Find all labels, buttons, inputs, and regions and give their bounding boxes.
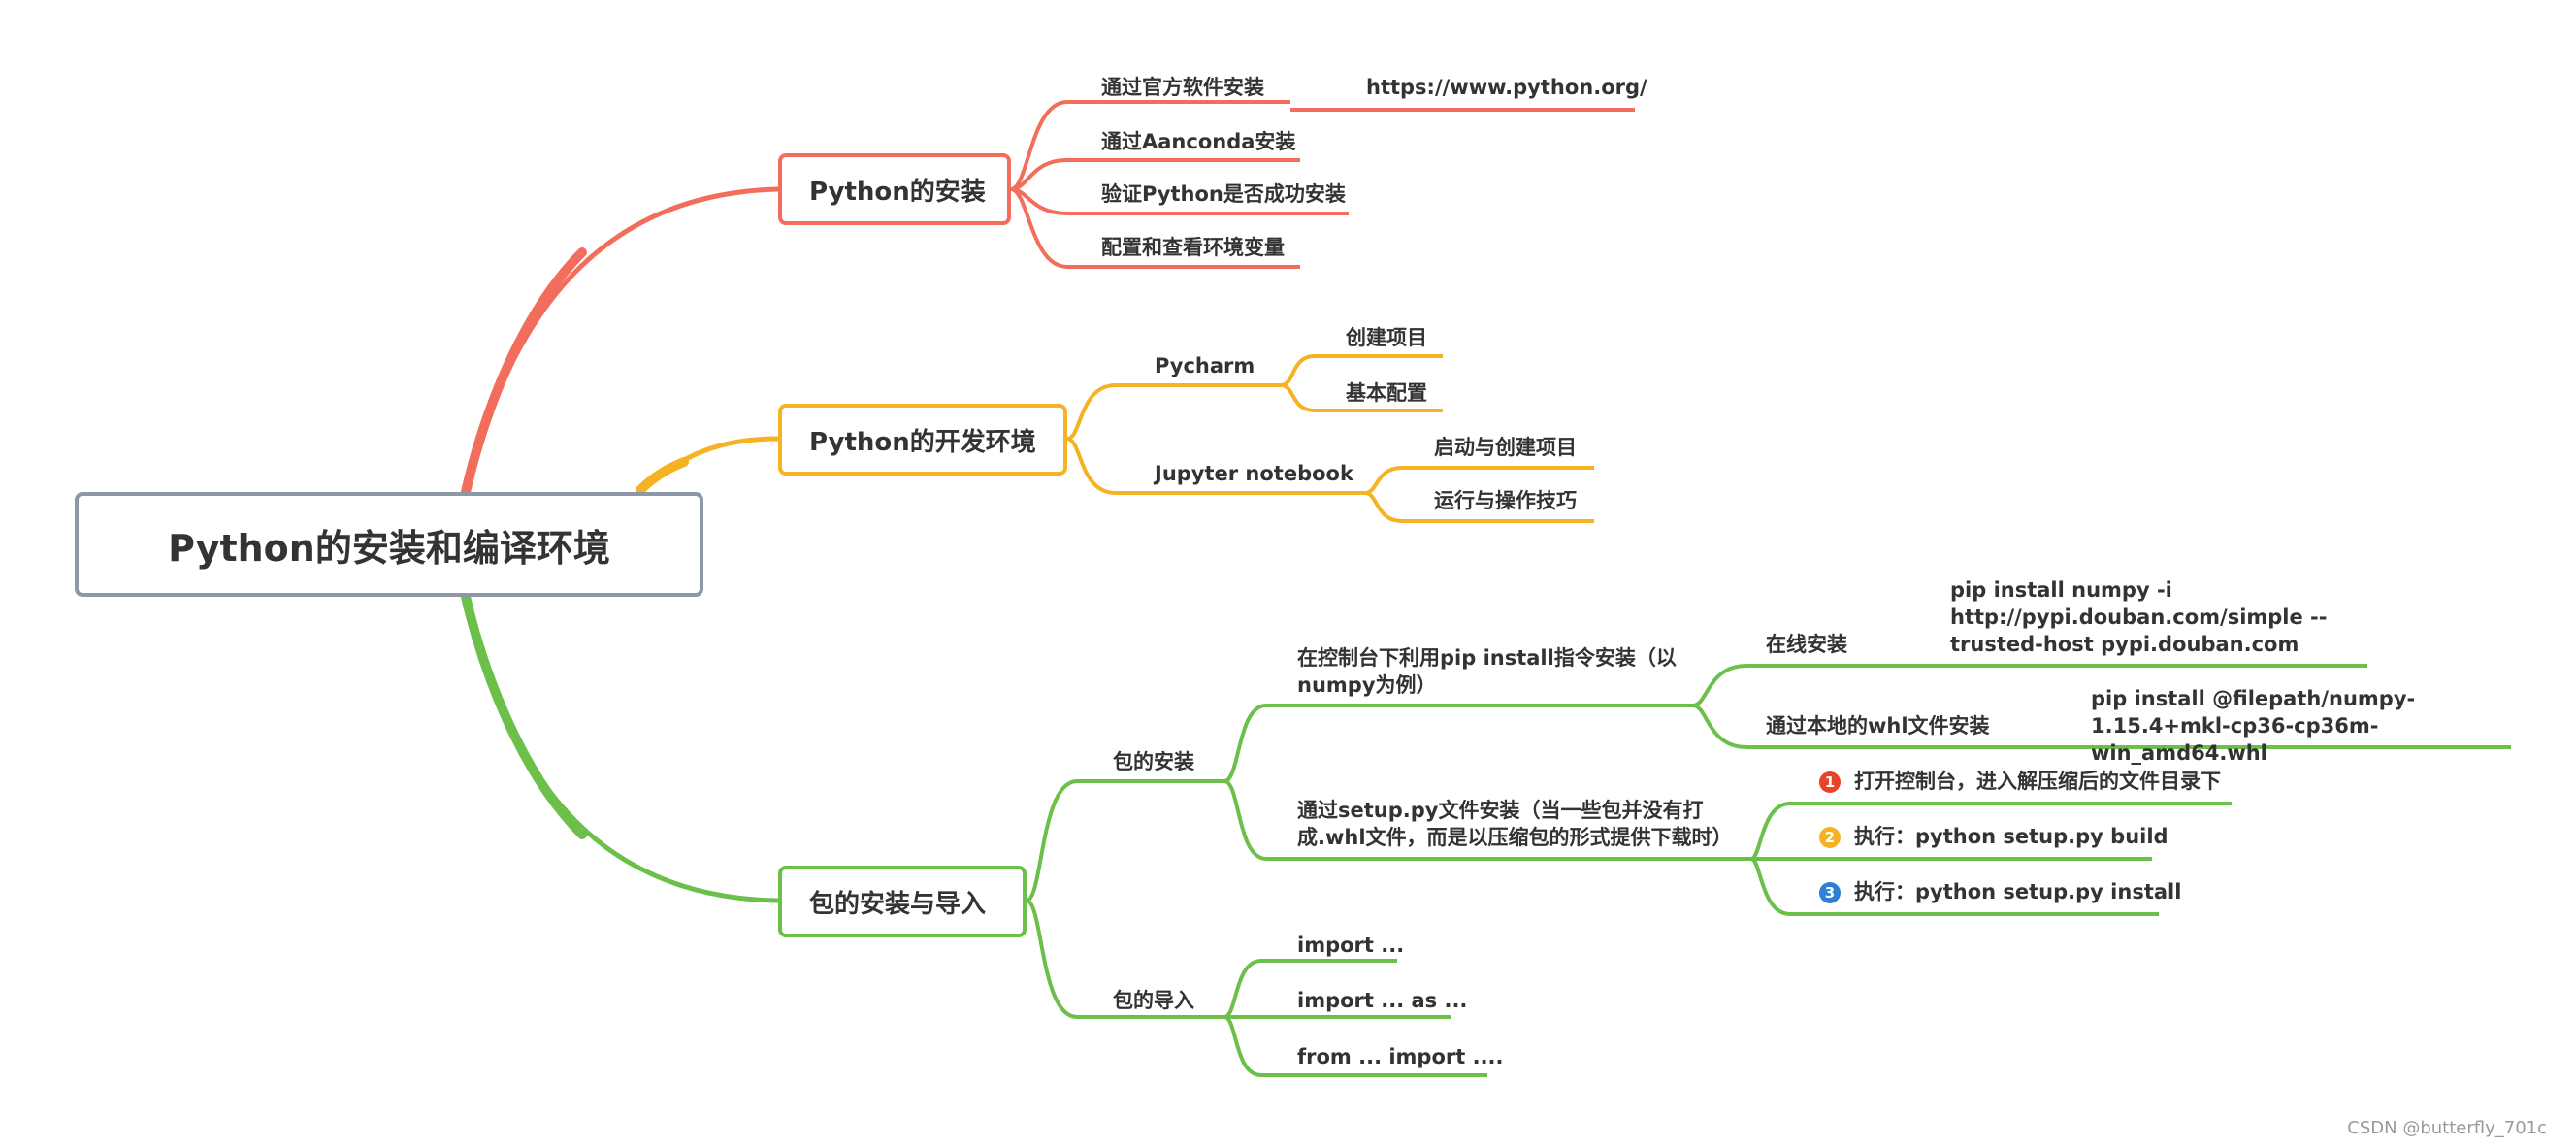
- install-url[interactable]: https://www.python.org/: [1366, 76, 1647, 99]
- number-3-icon: 3: [1819, 882, 1841, 903]
- number-1-icon: 1: [1819, 771, 1841, 793]
- setup-step-3[interactable]: 3 执行：python setup.py install: [1819, 878, 2181, 905]
- import-as[interactable]: import ... as ...: [1297, 989, 1468, 1012]
- pip-whl[interactable]: 通过本地的whl文件安装: [1766, 714, 1990, 738]
- branch-package[interactable]: 包的安装与导入: [778, 866, 1027, 937]
- pkg-import[interactable]: 包的导入: [1113, 989, 1194, 1012]
- install-verify[interactable]: 验证Python是否成功安装: [1101, 182, 1346, 206]
- setup-install-method[interactable]: 通过setup.py文件安装（当一些包并没有打成.whl文件，而是以压缩包的形式…: [1297, 799, 1733, 849]
- setup-step-3-text: 执行：python setup.py install: [1854, 880, 2182, 903]
- pycharm-config[interactable]: 基本配置: [1346, 381, 1427, 405]
- env-pycharm[interactable]: Pycharm: [1155, 354, 1255, 377]
- pip-online-cmd[interactable]: pip install numpy -i http://pypi.douban.…: [1950, 578, 2328, 656]
- env-jupyter[interactable]: Jupyter notebook: [1155, 462, 1353, 485]
- setup-step-1-text: 打开控制台，进入解压缩后的文件目录下: [1854, 770, 2221, 793]
- connector-root-pkg: [463, 596, 779, 903]
- import-basic[interactable]: import ...: [1297, 934, 1405, 957]
- jupyter-start[interactable]: 启动与创建项目: [1434, 436, 1577, 459]
- jupyter-tips[interactable]: 运行与操作技巧: [1434, 489, 1577, 512]
- watermark: CSDN @butterfly_701c: [2347, 1118, 2547, 1138]
- pip-whl-cmd[interactable]: pip install @filepath/numpy-1.15.4+mkl-c…: [2091, 687, 2416, 765]
- pip-online[interactable]: 在线安装: [1766, 633, 1847, 656]
- root-node[interactable]: Python的安装和编译环境: [75, 492, 703, 597]
- pycharm-create[interactable]: 创建项目: [1346, 326, 1427, 349]
- install-env-vars[interactable]: 配置和查看环境变量: [1101, 236, 1285, 259]
- setup-step-2[interactable]: 2 执行：python setup.py build: [1819, 823, 2168, 850]
- install-official[interactable]: 通过官方软件安装: [1101, 76, 1264, 99]
- connector-root-install: [463, 186, 779, 493]
- pkg-install[interactable]: 包的安装: [1113, 750, 1194, 773]
- branch-dev-env[interactable]: Python的开发环境: [778, 404, 1067, 476]
- pip-install-method[interactable]: 在控制台下利用pip install指令安装（以numpy为例）: [1297, 646, 1677, 697]
- connector-root-env: [638, 436, 779, 494]
- number-2-icon: 2: [1819, 827, 1841, 848]
- setup-step-1[interactable]: 1 打开控制台，进入解压缩后的文件目录下: [1819, 768, 2221, 795]
- setup-step-2-text: 执行：python setup.py build: [1854, 825, 2168, 848]
- branch-python-install[interactable]: Python的安装: [778, 153, 1011, 225]
- import-from[interactable]: from ... import ....: [1297, 1045, 1504, 1068]
- install-anaconda[interactable]: 通过Aanconda安装: [1101, 130, 1296, 153]
